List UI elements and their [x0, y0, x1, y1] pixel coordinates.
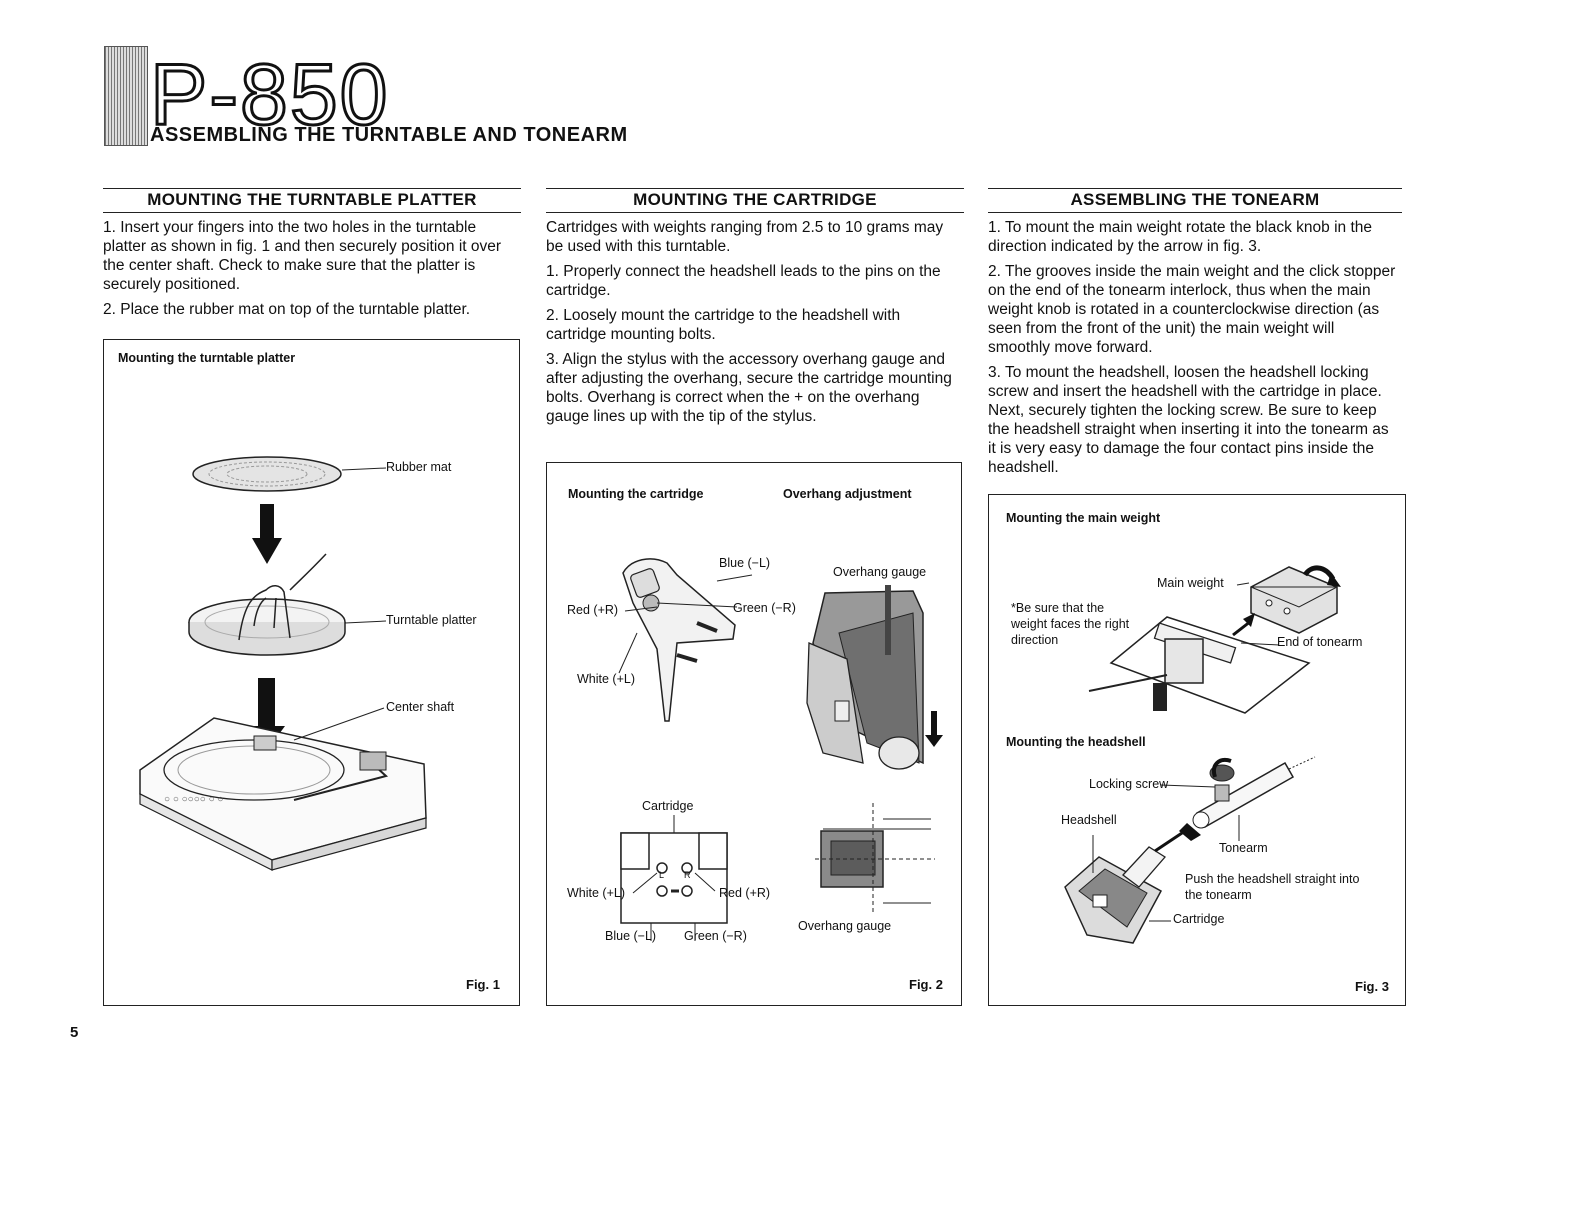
label-white-l-2: White (+L) [567, 886, 626, 900]
label-push-note: Push the headshell straight into the ton… [1185, 872, 1360, 902]
label-locking-screw: Locking screw [1089, 777, 1169, 791]
paragraph: Cartridges with weights ranging from 2.5… [546, 219, 944, 255]
figure-caption-main-weight: Mounting the main weight [1006, 511, 1161, 525]
label-headshell: Headshell [1061, 813, 1117, 827]
heading-cartridge: MOUNTING THE CARTRIDGE [546, 188, 964, 213]
section-title: ASSEMBLING THE TURNTABLE AND TONEARM [150, 124, 628, 146]
figure-number: Fig. 1 [466, 977, 500, 992]
column-text-platter: 1. Insert your fingers into the two hole… [103, 218, 513, 325]
column-text-cartridge: Cartridges with weights ranging from 2.5… [546, 218, 960, 432]
paragraph: 3. To mount the headshell, loosen the he… [988, 364, 1389, 476]
model-title: P-850 [149, 47, 390, 143]
label-weight-note: *Be sure that the weight faces the right… [1011, 601, 1130, 647]
label-tonearm: Tonearm [1219, 841, 1268, 855]
figure-number: Fig. 3 [1355, 979, 1389, 994]
paragraph: 1. To mount the main weight rotate the b… [988, 219, 1373, 255]
paragraph: 2. Loosely mount the cartridge to the he… [546, 307, 901, 343]
paragraph: 1. Insert your fingers into the two hole… [103, 219, 502, 293]
figure-number: Fig. 2 [909, 977, 943, 992]
label-blue-l-2: Blue (−L) [605, 929, 657, 943]
figure-caption-left: Mounting the cartridge [568, 487, 704, 501]
label-overhang-gauge-2: Overhang gauge [798, 919, 892, 933]
label-pin-r: R [684, 870, 691, 880]
label-cartridge: Cartridge [1173, 912, 1225, 926]
label-green-r-2: Green (−R) [684, 929, 747, 943]
label-turntable-platter: Turntable platter [386, 613, 477, 627]
paragraph: 3. Align the stylus with the accessory o… [546, 351, 952, 425]
heading-tonearm: ASSEMBLING THE TONEARM [988, 188, 1402, 213]
label-pin-l: L [659, 870, 665, 880]
figure-1: Mounting the turntable platter ○ ○ ○○○○ … [103, 339, 520, 1006]
label-white-l: White (+L) [577, 672, 636, 686]
label-overhang-gauge: Overhang gauge [833, 565, 927, 579]
figure-caption-headshell: Mounting the headshell [1006, 735, 1146, 749]
label-rubber-mat: Rubber mat [386, 460, 452, 474]
label-center-shaft: Center shaft [386, 700, 455, 714]
label-end-of-tonearm: End of tonearm [1277, 635, 1363, 649]
cartridge-illustration [618, 558, 943, 941]
figure-3: Mounting the main weight Mounting the he… [988, 494, 1406, 1006]
turntable-illustration: ○ ○ ○○○○ ○ ○ [139, 456, 427, 871]
page-number: 5 [70, 1024, 79, 1041]
label-blue-l: Blue (−L) [719, 556, 771, 570]
column-text-tonearm: 1. To mount the main weight rotate the b… [988, 218, 1400, 483]
paragraph: 2. Place the rubber mat on top of the tu… [103, 301, 471, 318]
label-green-r: Green (−R) [733, 601, 796, 615]
figure-caption-right: Overhang adjustment [783, 487, 912, 501]
figure-2: Mounting the cartridge Overhang adjustme… [546, 462, 962, 1006]
label-red-r: Red (+R) [567, 603, 619, 617]
svg-text:○ ○ ○○○○ ○ ○: ○ ○ ○○○○ ○ ○ [164, 794, 223, 805]
tonearm-illustration [1064, 565, 1341, 944]
label-red-r-2: Red (+R) [719, 886, 771, 900]
figure-caption: Mounting the turntable platter [118, 351, 296, 365]
label-cartridge: Cartridge [642, 799, 694, 813]
heading-turntable-platter: MOUNTING THE TURNTABLE PLATTER [103, 188, 521, 213]
label-main-weight: Main weight [1157, 576, 1224, 590]
model-logo-block [104, 46, 148, 146]
paragraph: 2. The grooves inside the main weight an… [988, 263, 1396, 356]
paragraph: 1. Properly connect the headshell leads … [546, 263, 941, 299]
